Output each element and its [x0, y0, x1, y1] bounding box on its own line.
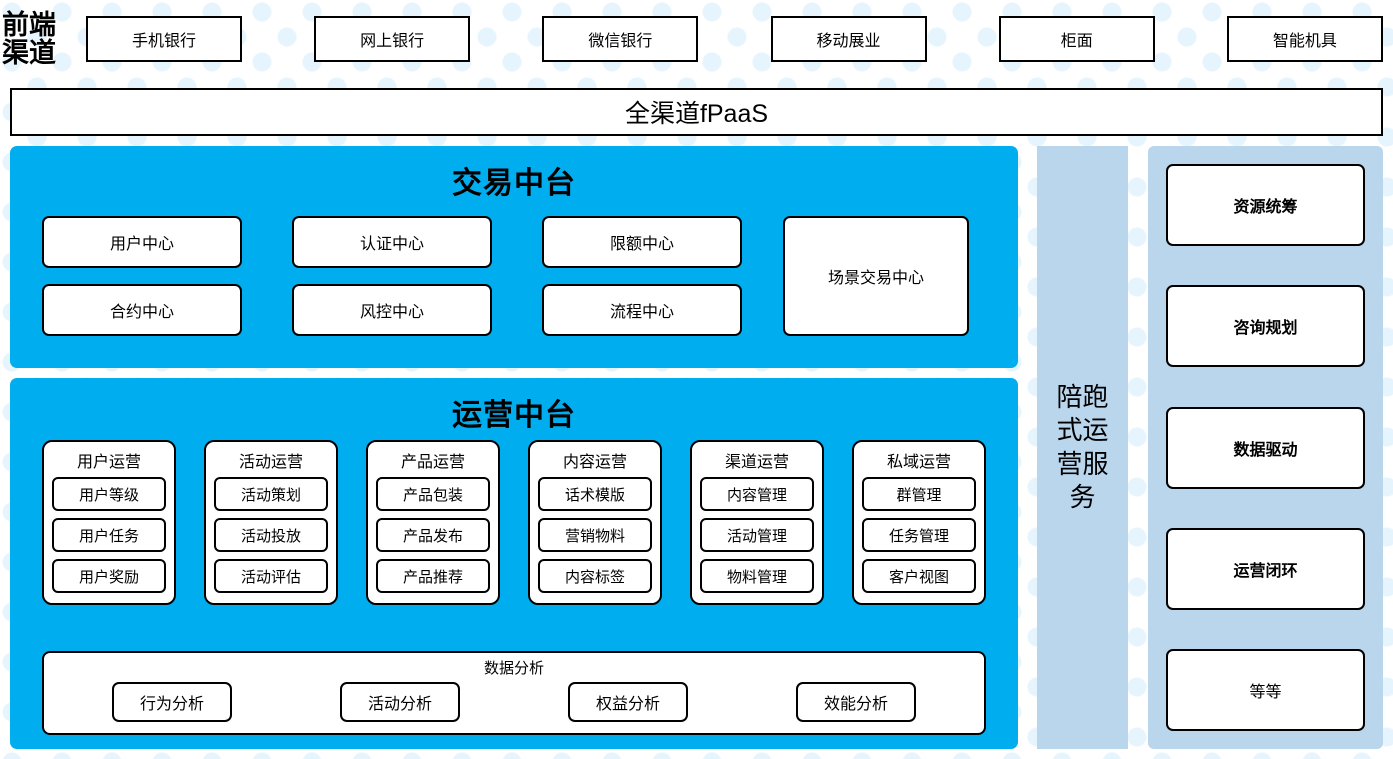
trade-box-process-center[interactable]: 流程中心: [542, 284, 742, 336]
trade-center-grid: 用户中心 认证中心 限额中心 合约中心 风控中心 流程中心 场景交易中心: [42, 216, 986, 352]
trade-center-row-1: 用户中心 认证中心 限额中心: [42, 216, 782, 268]
ops-group-product: 产品运营 产品包装 产品发布 产品推荐: [366, 440, 500, 605]
ops-item-customer-view[interactable]: 客户视图: [862, 559, 976, 593]
operations-center-panel: 运营中台 用户运营 用户等级 用户任务 用户奖励 活动运营 活动策划 活动投放 …: [10, 378, 1018, 749]
ops-group-title-campaign: 活动运营: [238, 454, 303, 471]
ops-item-product-recommendation[interactable]: 产品推荐: [376, 559, 490, 593]
ops-group-title-channel: 渠道运营: [724, 454, 789, 471]
service-box-consulting-planning[interactable]: 咨询规划: [1166, 285, 1365, 368]
data-analysis-section: 数据分析 行为分析 活动分析 权益分析 效能分析: [42, 651, 986, 735]
channel-item-mobile-business[interactable]: 移动展业: [770, 16, 927, 62]
omnichannel-fpaas-bar: 全渠道fPaaS: [10, 88, 1383, 136]
ops-item-content-tag[interactable]: 内容标签: [538, 559, 652, 593]
trade-box-scenario-transaction-center[interactable]: 场景交易中心: [783, 216, 969, 336]
ops-item-product-release[interactable]: 产品发布: [376, 518, 490, 552]
ops-item-task-management[interactable]: 任务管理: [862, 518, 976, 552]
service-capability-panel: 资源统筹 咨询规划 数据驱动 运营闭环 等等: [1148, 146, 1383, 749]
platform-column: 交易中台 用户中心 认证中心 限额中心 合约中心 风控中心 流程中心 场景交易中…: [10, 146, 1018, 749]
trade-box-risk-center[interactable]: 风控中心: [292, 284, 492, 336]
ops-item-user-level[interactable]: 用户等级: [52, 477, 166, 511]
trade-box-limit-center[interactable]: 限额中心: [542, 216, 742, 268]
front-end-channel-row: 前端 渠道 手机银行 网上银行 微信银行 移动展业 柜面 智能机具: [0, 0, 1393, 78]
operations-center-title: 运营中台: [452, 399, 576, 432]
trade-center-title: 交易中台: [452, 167, 576, 200]
channel-item-counter[interactable]: 柜面: [998, 16, 1155, 62]
service-box-data-driven[interactable]: 数据驱动: [1166, 406, 1365, 489]
accompanying-operation-service-label: 陪跑式运营服务: [1056, 381, 1109, 512]
service-box-operation-closed-loop[interactable]: 运营闭环: [1166, 527, 1365, 610]
accompanying-operation-service-column: 陪跑式运营服务: [1037, 146, 1128, 749]
ops-group-title-product: 产品运营: [400, 454, 465, 471]
fpaas-title: 全渠道fPaaS: [624, 100, 769, 128]
trade-box-auth-center[interactable]: 认证中心: [292, 216, 492, 268]
ops-group-campaign: 活动运营 活动策划 活动投放 活动评估: [204, 440, 338, 605]
ops-group-title-content: 内容运营: [562, 454, 627, 471]
ops-item-product-packaging[interactable]: 产品包装: [376, 477, 490, 511]
ops-item-user-reward[interactable]: 用户奖励: [52, 559, 166, 593]
ops-item-campaign-planning[interactable]: 活动策划: [214, 477, 328, 511]
data-box-campaign-analysis[interactable]: 活动分析: [340, 682, 460, 722]
ops-group-user: 用户运营 用户等级 用户任务 用户奖励: [42, 440, 176, 605]
ops-item-marketing-material[interactable]: 营销物料: [538, 518, 652, 552]
ops-item-material-management[interactable]: 物料管理: [700, 559, 814, 593]
data-box-behavior-analysis[interactable]: 行为分析: [112, 682, 232, 722]
ops-group-channel: 渠道运营 内容管理 活动管理 物料管理: [690, 440, 824, 605]
ops-group-content: 内容运营 话术模版 营销物料 内容标签: [528, 440, 662, 605]
ops-group-title-user: 用户运营: [76, 454, 141, 471]
data-box-benefit-analysis[interactable]: 权益分析: [568, 682, 688, 722]
ops-item-campaign-evaluation[interactable]: 活动评估: [214, 559, 328, 593]
channel-item-online-bank[interactable]: 网上银行: [314, 16, 471, 62]
main-architecture-area: 交易中台 用户中心 认证中心 限额中心 合约中心 风控中心 流程中心 场景交易中…: [10, 146, 1383, 749]
ops-group-private-domain: 私域运营 群管理 任务管理 客户视图: [852, 440, 986, 605]
service-box-resource-coordination[interactable]: 资源统筹: [1166, 164, 1365, 246]
data-analysis-title: 数据分析: [483, 660, 544, 677]
trade-box-user-center[interactable]: 用户中心: [42, 216, 242, 268]
trade-center-box-group: 用户中心 认证中心 限额中心 合约中心 风控中心 流程中心: [42, 216, 782, 352]
channel-item-mobile-bank[interactable]: 手机银行: [86, 16, 242, 62]
trade-center-panel: 交易中台 用户中心 认证中心 限额中心 合约中心 风控中心 流程中心 场景交易中…: [10, 146, 1018, 368]
ops-item-campaign-management[interactable]: 活动管理: [700, 518, 814, 552]
ops-item-campaign-delivery[interactable]: 活动投放: [214, 518, 328, 552]
operations-group-list: 用户运营 用户等级 用户任务 用户奖励 活动运营 活动策划 活动投放 活动评估 …: [42, 440, 986, 605]
ops-item-group-management[interactable]: 群管理: [862, 477, 976, 511]
trade-box-contract-center[interactable]: 合约中心: [42, 284, 242, 336]
service-box-etc[interactable]: 等等: [1166, 649, 1365, 731]
channel-item-smart-machine[interactable]: 智能机具: [1226, 16, 1383, 62]
ops-item-content-management[interactable]: 内容管理: [700, 477, 814, 511]
channel-box-list: 手机银行 网上银行 微信银行 移动展业 柜面 智能机具: [86, 16, 1393, 62]
data-box-efficiency-analysis[interactable]: 效能分析: [796, 682, 916, 722]
ops-item-script-template[interactable]: 话术模版: [538, 477, 652, 511]
ops-item-user-task[interactable]: 用户任务: [52, 518, 166, 552]
ops-group-title-private-domain: 私域运营: [886, 454, 951, 471]
data-analysis-box-list: 行为分析 活动分析 权益分析 效能分析: [58, 682, 970, 722]
trade-center-row-2: 合约中心 风控中心 流程中心: [42, 284, 782, 336]
front-end-channel-label: 前端 渠道: [2, 9, 56, 68]
channel-item-wechat-bank[interactable]: 微信银行: [542, 16, 699, 62]
